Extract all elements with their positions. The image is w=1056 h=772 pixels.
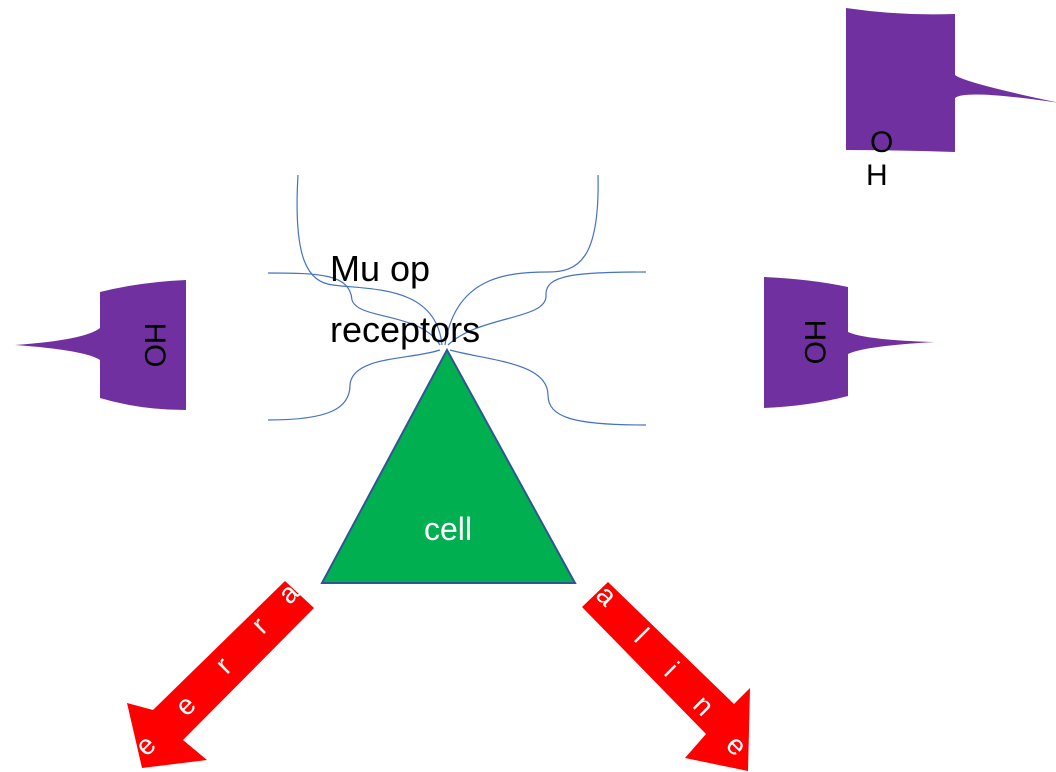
oh-top-right-o: O: [870, 126, 893, 159]
receptor-line-upper-left: [296, 174, 443, 346]
cell-triangle: [320, 347, 577, 584]
oh-top-right-h: H: [866, 159, 888, 192]
receptor-lines: [267, 174, 647, 426]
receptor-line-mid-right-bottom: [449, 349, 647, 426]
oh-molecule-left: HO: [15, 280, 186, 410]
arrow-right: a l i n e: [582, 579, 753, 771]
oh-molecule-top-right: O H: [846, 8, 1056, 192]
oh-left-label: HO: [138, 323, 171, 368]
oh-left-body: [15, 280, 186, 410]
receptor-label-line1: Mu op: [330, 248, 430, 289]
cell-label: cell: [424, 511, 472, 547]
receptor-line-mid-right-top: [447, 271, 647, 346]
oh-top-right-body: [846, 8, 1056, 152]
oh-molecule-right: HO: [764, 277, 935, 408]
receptor-line-mid-left-top: [267, 272, 441, 346]
receptor-label-line2: receptors: [330, 309, 480, 350]
oh-right-label: HO: [798, 320, 831, 365]
receptor-line-upper-right: [444, 174, 599, 346]
arrow-left-shape: [127, 581, 314, 768]
arrow-right-shape: [582, 582, 750, 771]
arrow-left: a r r e e: [127, 577, 314, 768]
oh-right-body: [764, 277, 935, 408]
receptor-line-mid-left-bottom: [267, 349, 441, 421]
